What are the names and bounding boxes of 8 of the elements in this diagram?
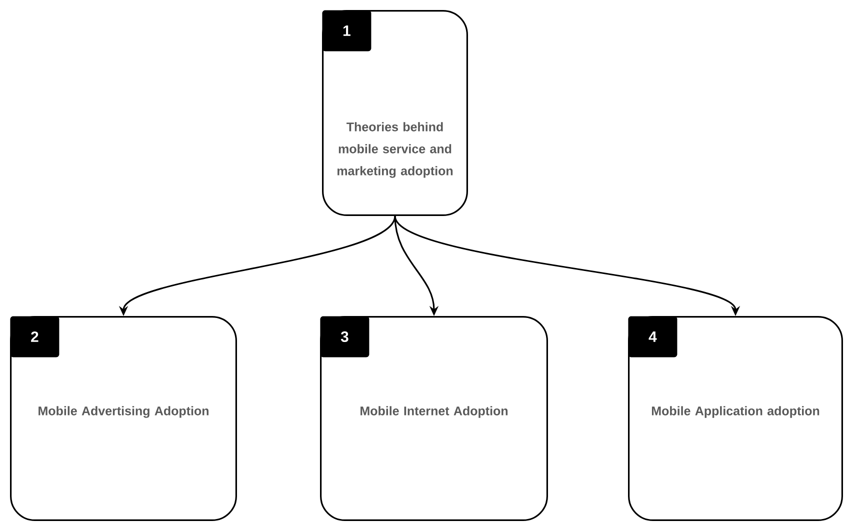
box-label: Mobile Application adoption — [652, 406, 820, 418]
box-label: Mobile Advertising Adoption — [38, 406, 208, 418]
number-badge: 2 — [10, 316, 60, 358]
box-label: Mobile Internet Adoption — [360, 406, 508, 418]
number-badge: 1 — [322, 10, 372, 52]
number-badge: 4 — [628, 316, 678, 358]
number-badge: 3 — [320, 316, 370, 358]
box-label: Theories behind mobile service and marketing adoption — [338, 122, 453, 178]
